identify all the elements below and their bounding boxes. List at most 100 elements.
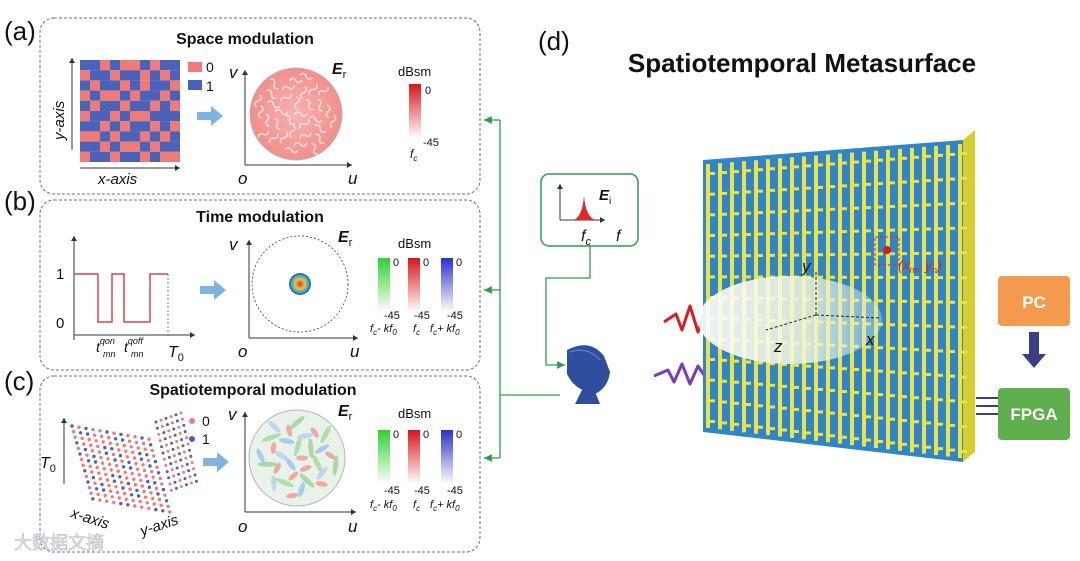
unit-cell-stub <box>902 419 907 423</box>
blob-mark <box>256 448 265 464</box>
coding-cell <box>140 131 150 142</box>
coding-cell <box>150 80 160 91</box>
coding-dot <box>103 445 107 450</box>
unit-cell-stub <box>734 233 739 237</box>
coding-cell <box>130 111 140 122</box>
coding-dot <box>153 481 157 485</box>
scattering-hotspot <box>289 273 311 295</box>
coding-cell <box>80 151 90 162</box>
coding-dot <box>96 444 100 449</box>
unit-cell-stub <box>950 350 955 354</box>
unit-cell-stub <box>926 421 931 425</box>
coding-dot <box>100 482 104 487</box>
coding-cell <box>150 141 160 152</box>
legend-zero-dot <box>189 418 195 424</box>
coding-dot <box>192 467 196 471</box>
coding-dot <box>134 461 138 466</box>
coding-cell <box>140 70 150 81</box>
blob-mark <box>325 451 336 460</box>
unit-cell-stub <box>950 202 955 206</box>
unit-cell-stub <box>914 420 919 424</box>
colorbar-min: -45 <box>423 137 439 149</box>
unit-cell-stub <box>854 206 859 210</box>
unit-cell-stub <box>722 275 727 279</box>
unit-cell-stub <box>758 382 763 386</box>
unit-cell-stub <box>938 447 943 451</box>
coding-dot <box>133 435 137 439</box>
unit-cell-stub <box>734 212 739 216</box>
metasurface-strip <box>910 147 914 453</box>
unit-cell-stub <box>962 450 967 453</box>
unit-cell-stub <box>710 192 715 196</box>
unit-cell-stub <box>758 404 763 408</box>
coding-dot <box>133 504 137 508</box>
coding-dot <box>139 457 144 461</box>
coding-dot <box>113 458 117 462</box>
coding-dot <box>131 450 135 455</box>
coding-cell <box>140 121 150 132</box>
unit-cell-stub <box>914 251 919 255</box>
coding-dot <box>136 494 141 498</box>
coding-dot <box>113 437 118 441</box>
coding-dot <box>126 433 130 438</box>
swirl-mark <box>289 124 296 139</box>
coding-cell <box>160 100 170 111</box>
coding-cell <box>90 141 100 152</box>
coding-dot <box>170 441 174 445</box>
unit-cell-stub <box>914 203 919 207</box>
unit-cell-stub <box>830 388 835 392</box>
blob-mark <box>262 433 281 442</box>
coding-dot <box>85 432 90 436</box>
unit-cell-stub <box>770 188 775 192</box>
unit-cell-stub <box>722 400 727 404</box>
unit-cell-stub <box>854 437 859 441</box>
blob-mark <box>299 465 312 472</box>
coding-cell <box>80 121 90 132</box>
coding-dot <box>185 436 189 440</box>
unit-cell-stub <box>902 156 907 160</box>
unit-cell-stub <box>878 205 883 209</box>
coding-dot <box>143 447 147 451</box>
coding-dot <box>115 442 119 447</box>
coding-dot <box>120 438 125 442</box>
unit-cell-stub <box>878 393 883 397</box>
unit-cell-stub <box>890 370 895 374</box>
coding-dot <box>123 470 127 475</box>
unit-cell-stub <box>722 233 727 237</box>
freq-label-upper: fc+ kf0 <box>430 499 460 513</box>
coding-dot <box>177 472 181 476</box>
coding-cell <box>110 70 120 81</box>
unit-cell-stub <box>722 421 727 425</box>
coding-cell <box>170 60 180 71</box>
pattern-origin-label: o <box>238 169 247 188</box>
coding-dot <box>119 480 124 485</box>
unit-cell-stub <box>842 184 847 188</box>
pattern-v-label: v <box>228 405 238 424</box>
blob-mark <box>257 461 278 467</box>
highlight-cell-dot <box>883 246 891 254</box>
field-label: Er <box>338 403 353 423</box>
metasurface-board: (xm, yn) y x z <box>698 130 975 462</box>
colorbar-freq: fc <box>410 147 417 163</box>
process-arrow <box>200 280 226 300</box>
coding-dot <box>181 444 185 448</box>
coding-dot <box>135 467 140 471</box>
coding-cell <box>140 111 150 122</box>
coding-cell <box>80 70 90 81</box>
coding-dot <box>122 443 126 448</box>
coding-dot <box>160 482 164 486</box>
blob-mark <box>308 438 314 459</box>
legend-one-swatch <box>188 80 202 90</box>
unit-cell-stub <box>962 276 967 280</box>
unit-cell-stub <box>758 232 763 236</box>
coding-cell <box>120 141 130 152</box>
unit-cell-stub <box>830 230 835 234</box>
unit-cell-stub <box>746 211 751 215</box>
coding-dot <box>185 462 189 466</box>
unit-cell-stub <box>734 275 739 279</box>
coding-dot <box>171 447 175 451</box>
panel-c-letter: (c) <box>4 366 34 396</box>
unit-cell-stub <box>710 254 715 258</box>
unit-cell-stub <box>818 365 823 369</box>
space-coding-pattern <box>80 60 180 162</box>
